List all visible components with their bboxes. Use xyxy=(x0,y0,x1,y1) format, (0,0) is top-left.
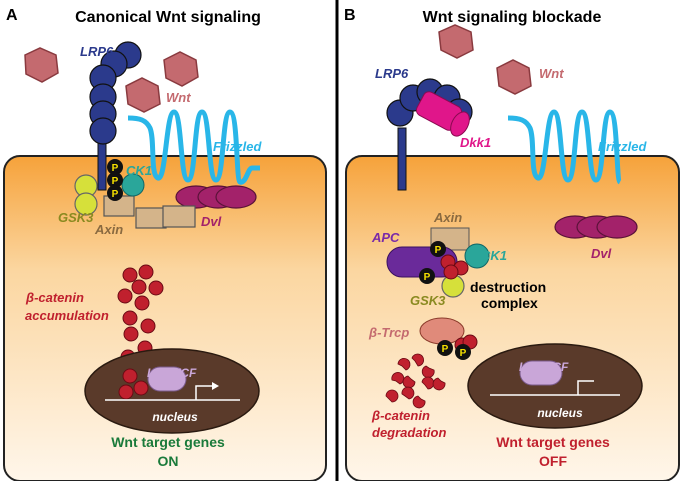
gsk3-protein xyxy=(74,174,98,216)
nucleus-label: nucleus xyxy=(537,406,583,420)
wnt-label: Wnt xyxy=(539,66,564,81)
btrcp-label: β-Trcp xyxy=(368,325,409,340)
phosphate-group xyxy=(107,159,123,201)
gsk3-label: GSK3 xyxy=(410,293,446,308)
panel-b-letter: B xyxy=(344,7,356,24)
phosphate-group xyxy=(419,241,446,284)
beta-catenin-label: accumulation xyxy=(25,308,109,323)
frizzled-label: Frizzled xyxy=(598,139,647,154)
ck1-label: CK1 xyxy=(481,248,507,263)
panel-a-letter: A xyxy=(6,7,18,24)
phospho-label: P xyxy=(442,344,449,355)
wnt-ligand xyxy=(496,59,532,95)
lrp6-stem xyxy=(397,127,407,191)
target-genes-off: Wnt target genes xyxy=(496,434,610,450)
axin-label: Axin xyxy=(433,210,462,225)
lef-tcf-factor xyxy=(147,366,187,392)
phospho-label: P xyxy=(460,348,467,359)
beta-catenin-bound xyxy=(440,254,469,280)
transcription-blocked-marker xyxy=(577,380,594,395)
beta-catenin-label: β-catenin xyxy=(25,290,84,305)
destruction-complex-label: destruction xyxy=(470,279,546,295)
wnt-ligand xyxy=(24,47,59,83)
beta-catenin-nuclear xyxy=(118,368,149,400)
dvl-protein xyxy=(175,185,257,209)
wnt-ligand xyxy=(125,77,161,113)
lef-tcf-factor xyxy=(519,360,563,386)
dvl-label: Dvl xyxy=(201,214,222,229)
phospho-label: P xyxy=(424,272,431,283)
wnt-label: Wnt xyxy=(166,90,191,105)
transcription-arrow xyxy=(195,385,212,400)
axin-protein xyxy=(103,195,196,229)
gsk3-label: GSK3 xyxy=(58,210,94,225)
lrp6-stem xyxy=(97,139,107,191)
lrp6-receptor xyxy=(89,41,142,145)
lef-tcf-label: LEF/TCF xyxy=(147,366,197,380)
lrp6-label: LRP6 xyxy=(375,66,409,81)
dvl-label: Dvl xyxy=(591,246,612,261)
nucleus-label: nucleus xyxy=(152,410,198,424)
dkk1-inhibitor xyxy=(415,91,470,137)
phospho-label: P xyxy=(435,245,442,256)
panel-b-title: Wnt signaling blockade xyxy=(423,9,602,26)
beta-catenin-label: degradation xyxy=(372,425,446,440)
beta-catenin-label: β-catenin xyxy=(371,408,430,423)
beta-catenin-fragments xyxy=(385,353,446,409)
phospho-label: P xyxy=(112,176,119,187)
phospho-label: P xyxy=(112,163,119,174)
ck1-protein xyxy=(121,173,145,197)
arrow-head-icon xyxy=(212,382,219,390)
dvl-protein xyxy=(554,215,638,239)
panel-a-title: Canonical Wnt signaling xyxy=(75,9,261,26)
frizzled-label: Frizzled xyxy=(213,139,262,154)
destruction-complex-label: complex xyxy=(481,295,538,311)
ck1-label: CK1 xyxy=(126,163,152,178)
target-genes-off-state: OFF xyxy=(539,453,567,469)
target-genes-on-state: ON xyxy=(158,453,179,469)
lef-tcf-label: LEF/TCF xyxy=(519,360,569,374)
target-genes-on: Wnt target genes xyxy=(111,434,225,450)
axin-label: Axin xyxy=(94,222,123,237)
nucleus xyxy=(467,343,643,429)
wnt-ligand xyxy=(438,24,474,59)
frizzled-receptor xyxy=(127,109,260,185)
dkk1-label: Dkk1 xyxy=(460,135,491,150)
frizzled-receptor xyxy=(507,109,623,185)
lrp6-label: LRP6 xyxy=(80,44,114,59)
phospho-label: P xyxy=(112,189,119,200)
ck1-protein xyxy=(464,243,490,269)
wnt-ligand xyxy=(163,51,199,87)
phosphate-group xyxy=(437,340,471,360)
apc-label: APC xyxy=(371,230,400,245)
